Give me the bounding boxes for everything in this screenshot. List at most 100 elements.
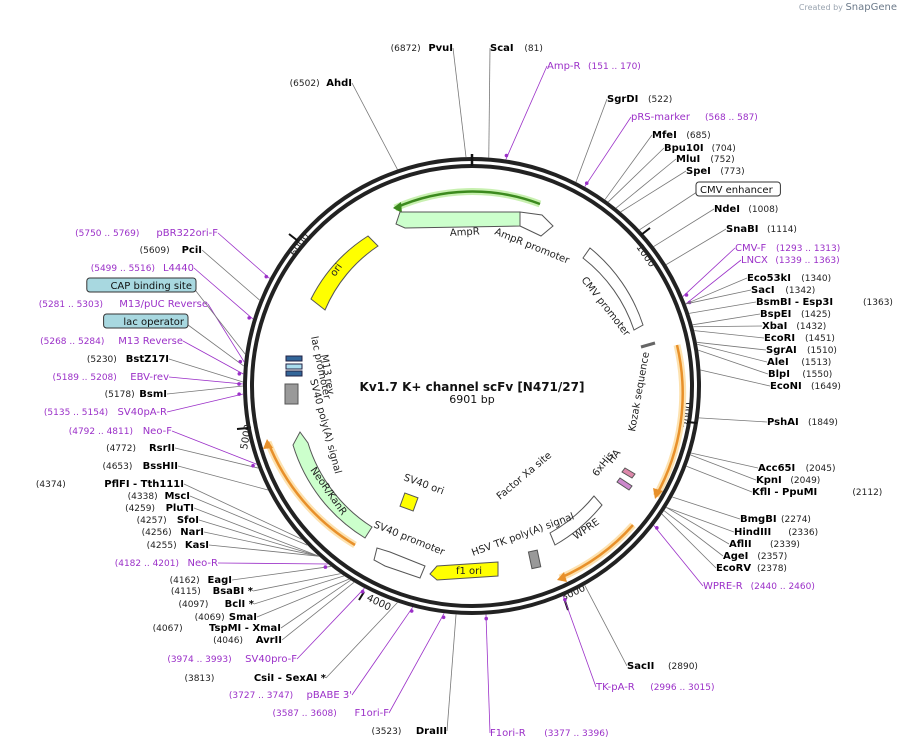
site-leader-line — [666, 506, 735, 533]
site-position: (2045) — [806, 464, 836, 474]
orf-arc-left-head — [263, 439, 273, 449]
site-name: Bpu10I — [664, 143, 704, 154]
site-name: DraIII — [416, 726, 447, 737]
feature-wpre — [549, 495, 603, 546]
site-name: Neo-R — [188, 558, 219, 569]
primer-marker — [237, 372, 242, 376]
site-leader-line — [452, 47, 467, 158]
site-name: ScaI — [490, 43, 514, 54]
site-label-enzyme: BsmI (5178) — [105, 389, 167, 400]
site-label-primer: M13/pUC Reverse(5281 .. 5303) — [39, 299, 208, 310]
primer-marker — [684, 293, 689, 297]
site-label-enzyme: BclI *(4097) — [178, 599, 254, 610]
site-leader-line — [198, 519, 319, 557]
primer-marker — [563, 597, 567, 602]
site-name: SpeI — [686, 166, 711, 177]
site-leader-line — [183, 321, 245, 367]
site-name: BsmI — [139, 389, 167, 400]
site-label-enzyme: KflI - PpuMI(2112) — [752, 487, 882, 498]
site-leader-line — [672, 496, 741, 520]
site-leader-line — [697, 343, 768, 363]
site-label-primer: CMV-F(1293 .. 1313) — [735, 243, 840, 254]
site-position: (1363) — [863, 298, 893, 308]
site-name: EcoNI — [770, 381, 802, 392]
site-name: EcoRV — [716, 563, 751, 574]
site-label-enzyme: AhdI(6502) — [290, 78, 352, 89]
site-position: (5178) — [105, 390, 135, 400]
feature-ha — [621, 467, 636, 479]
site-label-boxed: CMV enhancer — [695, 181, 781, 197]
site-name: KpnI — [756, 475, 782, 486]
site-leader-line — [693, 325, 763, 328]
site-leader-line — [231, 566, 332, 581]
site-name: BspEI — [760, 309, 791, 320]
site-leader-line — [208, 544, 319, 557]
site-label-enzyme: PluTI(4259) — [125, 503, 194, 514]
site-position: (1114) — [767, 225, 797, 235]
site-position: (3727 .. 3747) — [229, 691, 293, 701]
primer-marker — [360, 589, 365, 594]
site-position: (3523) — [371, 727, 401, 737]
site-label-primer: WPRE-R(2440 .. 2460) — [703, 581, 815, 592]
feature-lac-promoter — [285, 370, 303, 377]
site-leader-line — [686, 465, 753, 493]
site-position: (81) — [524, 44, 542, 54]
site-name: WPRE-R — [703, 581, 743, 592]
site-leader-line — [168, 358, 244, 383]
label-sv40-ori: SV40 ori — [402, 472, 445, 497]
site-leader-line — [694, 330, 765, 339]
site-label-enzyme: BmgBI (2274) — [740, 514, 811, 525]
site-name: KasI — [185, 540, 209, 551]
site-label-enzyme: MluI(752) — [676, 154, 735, 165]
site-label-primer: TK-pA-R(2996 .. 3015) — [595, 682, 714, 693]
site-label-primer: L4440(5499 .. 5516) — [91, 263, 194, 274]
site-leader-line — [325, 602, 398, 679]
site-label-enzyme: PciI(5609) — [140, 245, 202, 256]
site-label-enzyme: KpnI(2049) — [756, 475, 820, 486]
site-leader-line — [690, 452, 759, 469]
site-position: (5499 .. 5516) — [91, 264, 155, 274]
site-position: (1513) — [801, 358, 831, 368]
site-leader-line — [696, 341, 767, 351]
site-name: MfeI — [652, 130, 677, 141]
site-label-primer: M13 Reverse(5268 .. 5284) — [40, 336, 183, 347]
site-label-enzyme: EcoRV(2378) — [716, 563, 787, 574]
orf-arc-bottom-head — [557, 572, 567, 582]
feature-hsv-tk-polya — [527, 549, 542, 570]
site-name: SmaI — [229, 612, 257, 623]
site-label-enzyme: Acc65I(2045) — [758, 463, 836, 474]
site-label-primer: Amp-R(151 .. 170) — [547, 61, 641, 72]
site-label-enzyme: SfoI(4257) — [137, 515, 199, 526]
site-name: KflI - PpuMI — [752, 487, 817, 498]
site-leader-line — [685, 259, 742, 305]
site-position: (4067) — [153, 624, 183, 634]
site-label-primer: Neo-R (4182 .. 4201) — [115, 558, 218, 569]
site-position: (4069) — [195, 613, 225, 623]
site-position: (4182 .. 4201) — [115, 559, 179, 569]
site-name: AvrII — [256, 635, 282, 646]
primer-marker — [237, 392, 241, 396]
site-label-primer: Neo-F(4792 .. 4811) — [69, 426, 173, 437]
site-label-enzyme: PflFI - Tth111I(4374) — [36, 479, 184, 490]
site-leader-line — [191, 285, 246, 355]
feature-kozak — [640, 341, 656, 349]
site-label-enzyme: EagI(4162) — [170, 575, 232, 586]
site-label-enzyme: RsrII(4772) — [106, 443, 175, 454]
site-position: (4792 .. 4811) — [69, 427, 133, 437]
site-leader-line — [201, 249, 260, 301]
site-position: (2274) — [781, 515, 811, 525]
site-position: (1510) — [807, 346, 837, 356]
site-position: (5281 .. 5303) — [39, 300, 103, 310]
site-position: (4338) — [128, 492, 158, 502]
site-leader-line — [182, 340, 244, 375]
primer-marker — [264, 274, 269, 279]
site-leader-line — [661, 513, 717, 569]
site-name: BmgBI — [740, 514, 777, 525]
site-label-enzyme: EcoNI(1649) — [770, 381, 841, 392]
site-name: XbaI — [762, 321, 787, 332]
site-position: (4115) — [171, 587, 201, 597]
site-leader-line — [168, 376, 244, 385]
site-position: (1008) — [748, 205, 778, 215]
site-name: AleI — [767, 357, 789, 368]
site-name: AhdI — [326, 78, 352, 89]
